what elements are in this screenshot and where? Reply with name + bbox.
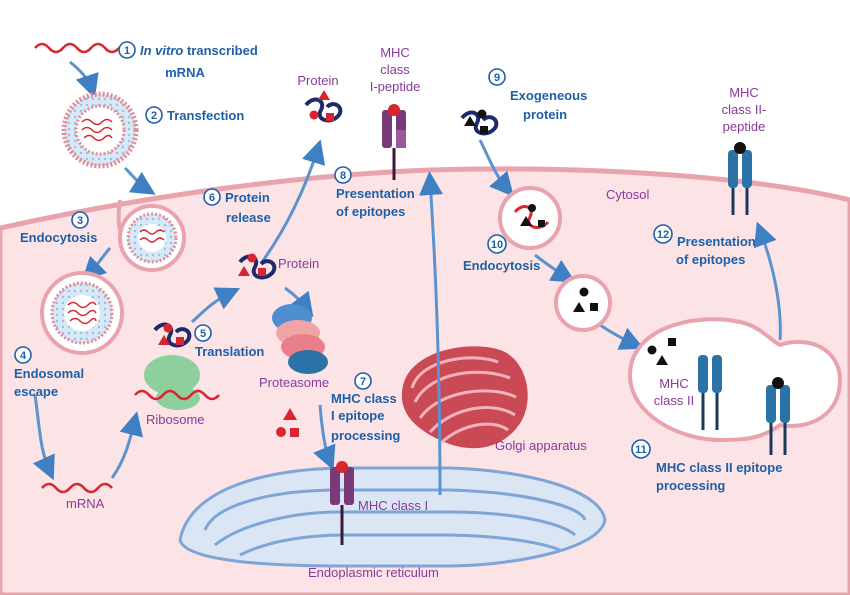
step-number-3: 3 xyxy=(71,211,89,229)
step-12-label-line1: Presentation xyxy=(677,234,756,249)
step-3-label: Endocytosis xyxy=(20,230,97,245)
svg-text:12: 12 xyxy=(657,229,669,241)
step-7-label-line3: processing xyxy=(331,428,400,443)
ribosome-label: Ribosome xyxy=(146,412,205,427)
exogenous-protein xyxy=(460,109,499,136)
mhc1-peptide-label-line1: MHC xyxy=(380,45,410,60)
step-9-label-line1: Exogeneous xyxy=(510,88,587,103)
step-number-5: 5 xyxy=(194,324,212,342)
svg-text:10: 10 xyxy=(491,239,503,251)
mhc2-vesicle-label-line2: class II xyxy=(654,393,694,408)
step-6-label-line1: Protein xyxy=(225,190,270,205)
step-7-label-line1: MHC class xyxy=(331,391,397,406)
mrna-label: mRNA xyxy=(66,496,105,511)
mrna-strand-top xyxy=(34,42,120,54)
protein-mid-label: Protein xyxy=(278,256,319,271)
mhc2-peptide-label-line1: MHC xyxy=(729,85,759,100)
mhc2-peptide-label-line3: peptide xyxy=(723,119,766,134)
step-number-11: 11 xyxy=(631,439,651,459)
endocytic-vesicle xyxy=(116,199,186,272)
step-11-label-line1: MHC class II epitope xyxy=(656,460,782,475)
step-8-label-line1: Presentation xyxy=(336,186,415,201)
lipid-nanoparticle xyxy=(61,91,139,169)
step-8-label-line2: of epitopes xyxy=(336,204,405,219)
step-number-12: 12 xyxy=(653,224,673,244)
step-9-label-line2: protein xyxy=(523,107,567,122)
mhc-class-i-er-label: MHC class I xyxy=(358,498,428,513)
step-number-4: 4 xyxy=(14,346,32,364)
mhc-class-i-surface xyxy=(382,104,406,180)
svg-text:3: 3 xyxy=(77,215,83,227)
step-number-10: 10 xyxy=(487,234,507,254)
svg-text:6: 6 xyxy=(209,192,215,204)
step-4-label-line1: Endosomal xyxy=(14,366,84,381)
mhc2-peptide-label-line2: class II- xyxy=(722,102,767,117)
step-number-6: 6 xyxy=(203,188,221,206)
svg-text:2: 2 xyxy=(151,110,157,122)
ribosome xyxy=(134,355,220,410)
mhc2-vesicle-label-line1: MHC xyxy=(659,376,689,391)
svg-text:9: 9 xyxy=(494,72,500,84)
svg-text:7: 7 xyxy=(360,376,366,388)
cytosol-label: Cytosol xyxy=(606,187,649,202)
golgi-label: Golgi apparatus xyxy=(495,438,587,453)
svg-text:8: 8 xyxy=(340,170,346,182)
protein-top-label: Protein xyxy=(297,73,338,88)
mrna-strand-cytosol xyxy=(41,482,113,494)
pathway-arrows xyxy=(32,60,782,496)
step-number-8: 8 xyxy=(334,166,352,184)
step-number-7: 7 xyxy=(354,372,372,390)
late-endosome xyxy=(554,274,612,332)
proteasome-label: Proteasome xyxy=(259,375,329,390)
step-4-label-line2: escape xyxy=(14,384,58,399)
protein-cytosol xyxy=(238,253,277,280)
svg-text:5: 5 xyxy=(200,328,206,340)
mhc1-peptide-label-line2: class xyxy=(380,62,410,77)
step-11-label-line2: processing xyxy=(656,478,725,493)
proteasome xyxy=(272,304,328,374)
step-10-label: Endocytosis xyxy=(463,258,540,273)
mhc-class-ii-vesicle-a xyxy=(698,355,722,430)
step-number-9: 9 xyxy=(488,68,506,86)
svg-text:1: 1 xyxy=(124,45,130,57)
step-number-1: 1 xyxy=(118,41,136,59)
endosome xyxy=(40,271,124,355)
peptide-fragments xyxy=(276,408,299,437)
mhc-class-ii-surface xyxy=(728,142,752,215)
step-7-label-line2: I epitope xyxy=(331,408,384,423)
step-5-label: Translation xyxy=(195,344,264,359)
step-6-label-line2: release xyxy=(226,210,271,225)
step-1-label: In vitro transcribed xyxy=(140,43,258,58)
phagosome xyxy=(498,186,562,250)
step-1-label-line2: mRNA xyxy=(165,65,205,80)
er-label: Endoplasmic reticulum xyxy=(308,565,439,580)
mhc-class-ii-vesicle-b xyxy=(766,377,790,455)
svg-text:4: 4 xyxy=(20,350,27,362)
protein-translated xyxy=(153,322,192,348)
mhc-class-i-er xyxy=(330,461,354,545)
golgi-apparatus xyxy=(401,346,528,449)
endoplasmic-reticulum xyxy=(178,466,607,568)
mhc1-peptide-label-line3: I-peptide xyxy=(370,79,421,94)
step-2-label: Transfection xyxy=(167,108,244,123)
svg-text:11: 11 xyxy=(635,444,647,456)
protein-released xyxy=(304,90,343,123)
step-12-label-line2: of epitopes xyxy=(676,252,745,267)
step-number-2: 2 xyxy=(145,106,163,124)
